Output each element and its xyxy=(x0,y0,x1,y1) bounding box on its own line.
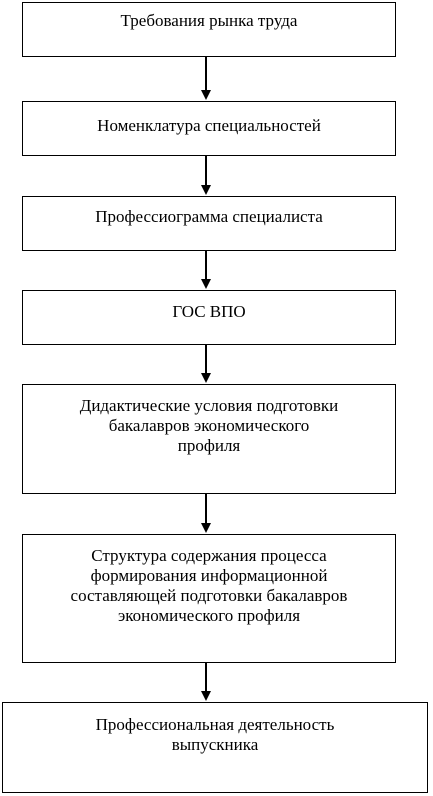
node-state-education-standard: ГОС ВПО xyxy=(22,290,396,345)
arrow-head-1 xyxy=(201,90,211,100)
arrow-head-2 xyxy=(201,185,211,195)
node-didactic-conditions: Дидактические условия подготовки бакалав… xyxy=(22,384,396,494)
node-label: ГОС ВПО xyxy=(172,302,246,321)
node-label: Требования рынка труда xyxy=(120,11,298,30)
node-labor-market-requirements: Требования рынка труда xyxy=(22,2,396,57)
node-label: Профессиональная деятельность выпускника xyxy=(95,715,335,754)
node-label: Структура содержания процесса формирован… xyxy=(70,546,348,625)
arrow-head-3 xyxy=(201,279,211,289)
node-content-structure: Структура содержания процесса формирован… xyxy=(22,534,396,663)
node-specialist-professiogram: Профессиограмма специалиста xyxy=(22,196,396,251)
node-specialty-nomenclature: Номенклатура специальностей xyxy=(22,101,396,156)
node-label: Профессиограмма специалиста xyxy=(95,207,323,226)
arrow-head-6 xyxy=(201,691,211,701)
node-label: Номенклатура специальностей xyxy=(97,116,321,135)
arrow-head-5 xyxy=(201,523,211,533)
node-label: Дидактические условия подготовки бакалав… xyxy=(79,396,339,455)
node-graduate-professional-activity: Профессиональная деятельность выпускника xyxy=(2,702,428,793)
arrow-head-4 xyxy=(201,373,211,383)
